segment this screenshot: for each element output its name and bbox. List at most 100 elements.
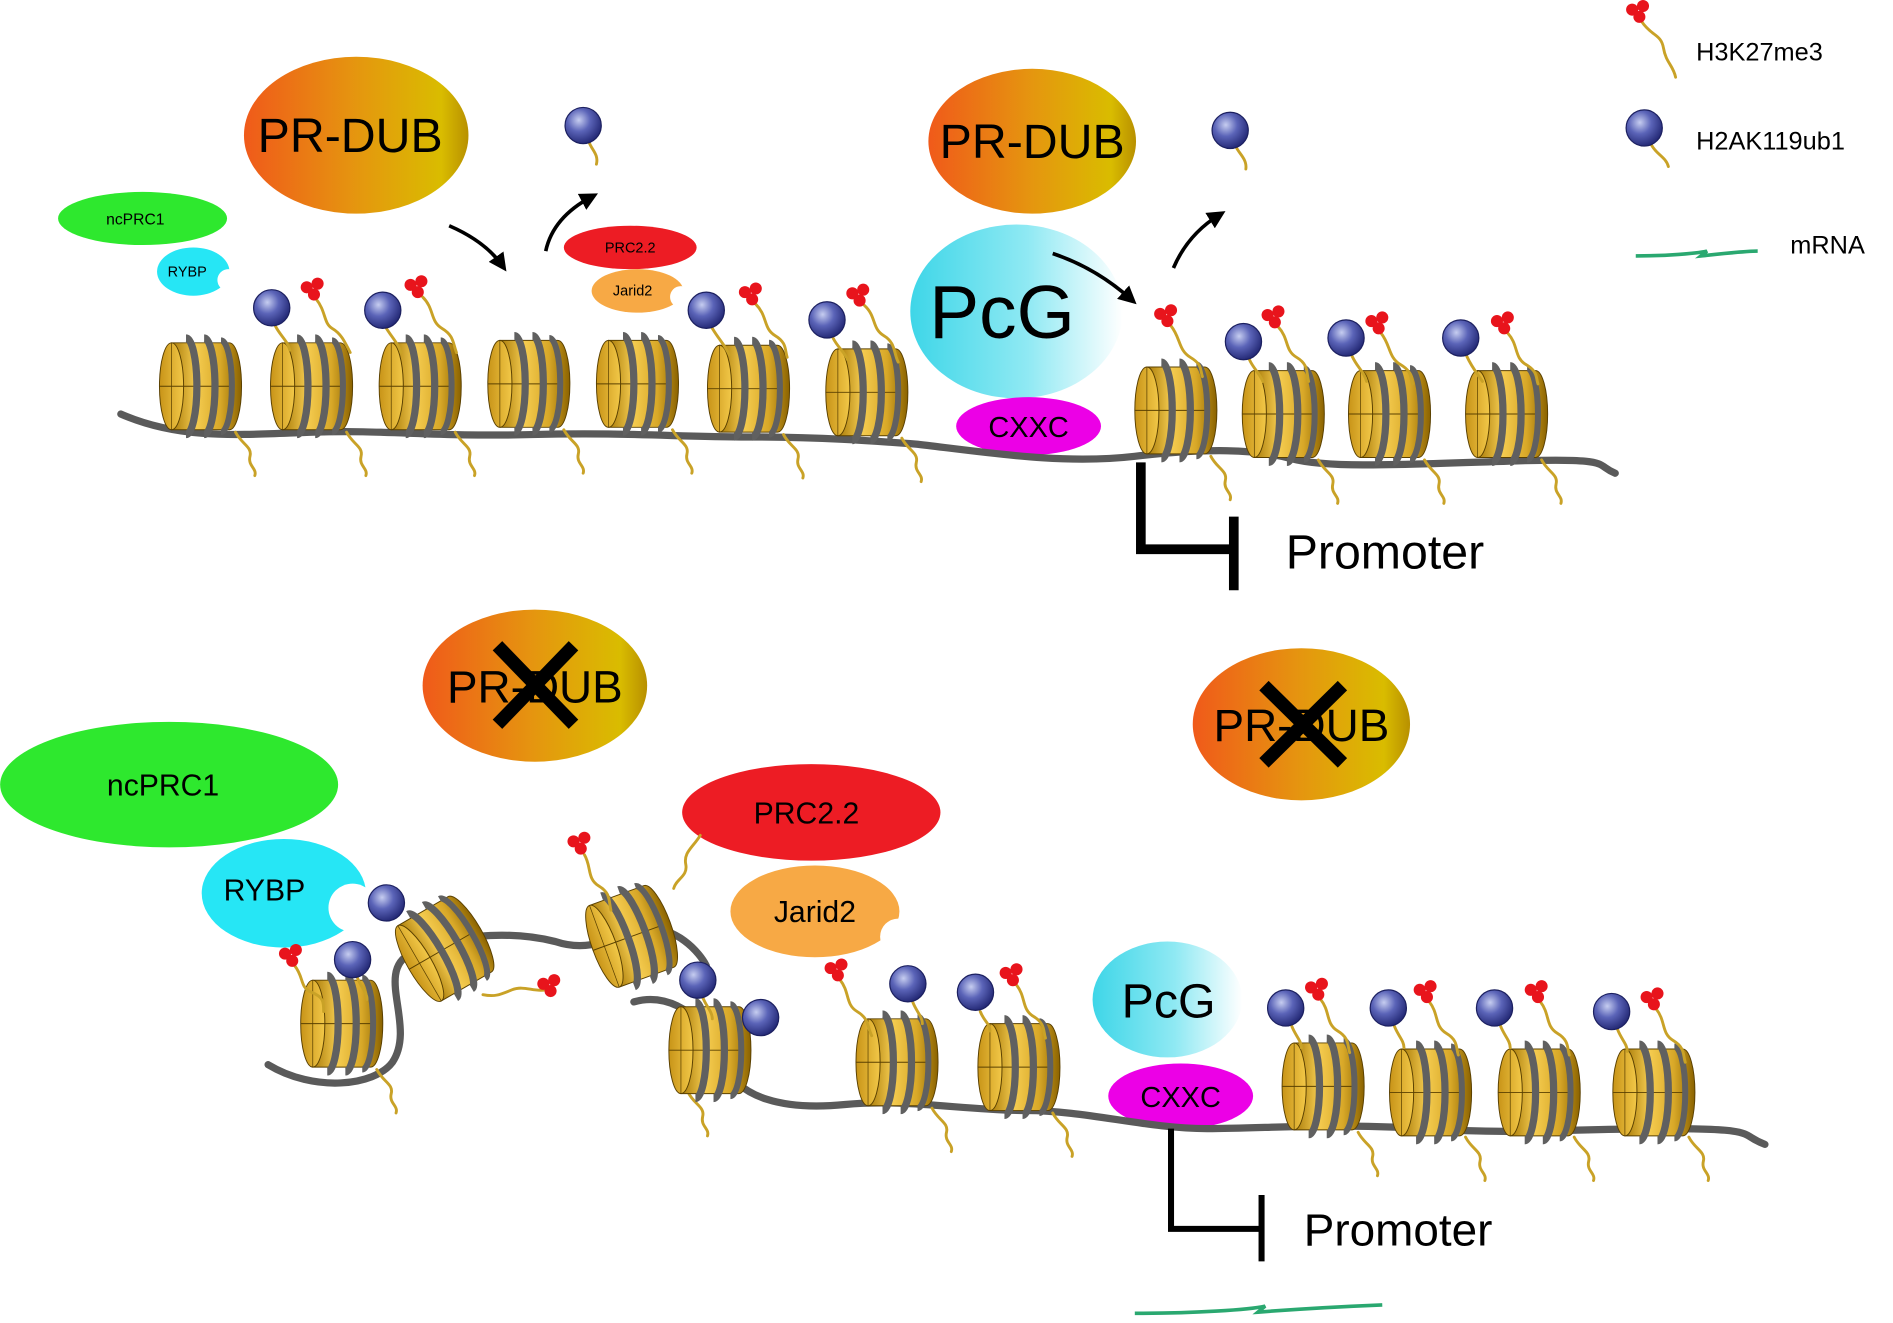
h2ak119ub1-mark xyxy=(1475,989,1514,1027)
h2ak119ub1-mark xyxy=(1211,111,1249,150)
h3k27me3-legend-icon xyxy=(1626,0,1650,23)
h2ak119ub1-mark xyxy=(808,301,846,339)
nucleosome xyxy=(488,336,570,433)
nucleosome xyxy=(1466,366,1548,463)
jarid2-label: Jarid2 xyxy=(613,284,652,300)
cxxc-domain xyxy=(1108,1063,1254,1129)
histone-tail xyxy=(587,140,599,166)
h3k27me3-mark xyxy=(1154,304,1178,328)
nucleosome xyxy=(379,338,461,435)
nucleosome xyxy=(978,1019,1060,1116)
h3k27me3-mark xyxy=(567,831,591,855)
histone-tail xyxy=(672,833,702,890)
prc2-2-label: PRC2.2 xyxy=(754,797,860,830)
nucleosome xyxy=(1242,366,1324,463)
mrna-legend-icon xyxy=(1635,249,1758,259)
nucleosome xyxy=(1135,362,1217,459)
histone-tail xyxy=(1392,1024,1406,1050)
ncprc1-complex xyxy=(0,721,339,848)
pr-dub-label: PR-DUB xyxy=(940,115,1125,169)
nucleosome xyxy=(1498,1044,1580,1141)
jarid2-binding-pocket xyxy=(670,286,692,308)
h2ak119ub1-mark xyxy=(333,940,372,979)
legend-label-h2ak119ub1: H2AK119ub1 xyxy=(1696,128,1845,156)
rybp-binding-pocket xyxy=(217,269,240,291)
h2ak119ub1-mark xyxy=(564,106,602,145)
h2ak119ub1-legend-icon xyxy=(1625,109,1663,147)
histone-tail xyxy=(1427,1000,1460,1057)
h2ak119ub1-mark xyxy=(364,291,402,329)
h2ak119ub1-mark xyxy=(679,961,717,999)
histone-tail xyxy=(1015,983,1047,1040)
h3k27me3-mark xyxy=(300,277,324,301)
h2ak119ub1-mark xyxy=(1369,989,1408,1027)
histone-tail xyxy=(1423,458,1446,505)
top-panel: PR-DUB PR-DUB ncPRC1 RYBP PRC2.2 Jarid2 … xyxy=(58,56,1619,591)
h2ak119ub1-mark xyxy=(687,291,725,329)
histone-tail xyxy=(978,1010,992,1033)
h2ak119ub1-mark xyxy=(889,965,927,1003)
ncprc1-label: ncPRC1 xyxy=(107,769,219,802)
histone-tail xyxy=(1379,331,1414,386)
histone-tail xyxy=(1540,458,1563,505)
histone-tail xyxy=(710,326,731,357)
histone-tail xyxy=(1356,1130,1380,1178)
h3k27me3-mark xyxy=(1365,311,1389,335)
h2ak119ub1-mark xyxy=(253,289,291,327)
histone-tail xyxy=(1316,458,1340,505)
pcg-complex xyxy=(1092,941,1243,1058)
h2ak119ub1-mark xyxy=(1266,989,1305,1027)
promoter-label: Promoter xyxy=(1304,1204,1493,1256)
histone-tail xyxy=(1277,325,1311,383)
promoter-label: Promoter xyxy=(1286,526,1484,580)
h3k27me3-mark xyxy=(1490,311,1514,335)
ncprc1-complex xyxy=(58,191,228,246)
histone-tail xyxy=(1234,145,1248,171)
nucleosome xyxy=(1613,1044,1695,1141)
histone-tail xyxy=(838,978,874,1038)
histone-tail xyxy=(453,430,477,478)
h3k27me3-mark xyxy=(1261,305,1285,329)
legend-label-mrna: mRNA xyxy=(1790,231,1865,259)
histone-tail xyxy=(384,326,403,354)
prc2-2-complex xyxy=(682,764,941,861)
histone-tail xyxy=(1538,1000,1571,1057)
curved-arrow-icon xyxy=(543,193,599,252)
histone-tail xyxy=(1051,1111,1074,1158)
rybp-protein xyxy=(201,838,366,948)
histone-tail xyxy=(273,324,292,352)
histone-tail xyxy=(1169,324,1204,379)
h2ak119ub1-mark xyxy=(1327,319,1365,357)
h3k27me3-mark xyxy=(1305,977,1328,1001)
histone-tail xyxy=(1572,1135,1596,1183)
bottom-panel: PR-DUB PR-DUB ncPRC1 RYBP PRC2.2 Jarid2 … xyxy=(0,609,1769,1316)
nucleosome xyxy=(1282,1038,1364,1135)
ncprc1-label: ncPRC1 xyxy=(106,212,164,229)
nucleosome xyxy=(1348,366,1430,463)
nucleosome xyxy=(577,877,687,996)
promoter-arrow xyxy=(1168,1128,1262,1232)
rybp-protein xyxy=(157,247,230,296)
promoter-arrow xyxy=(1136,462,1234,555)
histone-tail xyxy=(754,302,789,359)
histone-tail xyxy=(930,1106,954,1154)
histone-tail xyxy=(900,436,923,484)
h3k27me3-mark xyxy=(1413,980,1437,1004)
rybp-binding-pocket xyxy=(328,883,377,932)
h3k27me3-mark xyxy=(537,974,561,998)
nucleosome xyxy=(159,338,241,435)
cxxc-label: CXXC xyxy=(1140,1082,1221,1114)
histone-tail xyxy=(1464,1135,1487,1183)
curved-arrow-icon xyxy=(1052,251,1137,305)
nucleosome xyxy=(1390,1044,1472,1141)
histone-tail xyxy=(862,303,900,364)
prc2-2-label: PRC2.2 xyxy=(605,240,656,256)
h3k27me3-mark xyxy=(999,963,1023,987)
pcg-complex xyxy=(910,224,1123,399)
rybp-label: RYBP xyxy=(224,875,306,908)
prc2-2-complex xyxy=(563,225,697,270)
histone-tail xyxy=(701,995,714,1021)
histone-tail xyxy=(1654,1007,1687,1064)
nucleosome xyxy=(707,340,789,437)
